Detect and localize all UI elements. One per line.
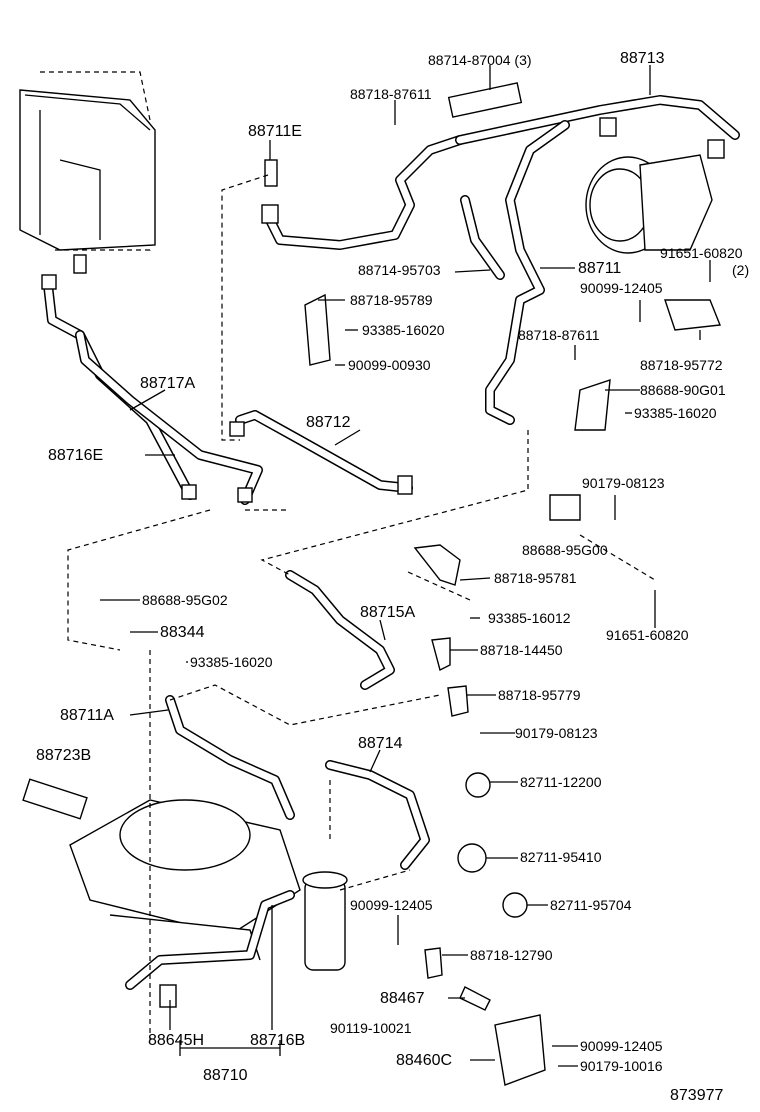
- callout-88460c: 88460C: [396, 1052, 452, 1069]
- callout-88715a: 88715A: [360, 604, 415, 621]
- callout-82711-12200: 82711-12200: [520, 774, 602, 790]
- callout-88645h: 88645H: [148, 1032, 204, 1049]
- brackets-right: [304, 293, 721, 1086]
- callout-82711-95410: 82711-95410: [520, 849, 602, 865]
- callout-90099-12405-b: 90099-12405: [350, 897, 433, 913]
- callout-88718-14450: 88718-14450: [480, 642, 563, 658]
- condenser-assembly: [22, 778, 348, 971]
- callout-88711e: 88711E: [248, 123, 302, 140]
- callout-qty-2: (2): [732, 262, 749, 278]
- callout-90099-12405-a: 90099-12405: [580, 280, 663, 296]
- callout-88712: 88712: [306, 414, 351, 431]
- callout-88716b: 88716B: [250, 1032, 305, 1049]
- callout-88714-87004: 88714-87004 (3): [428, 52, 532, 68]
- evaporator-unit: [19, 71, 156, 274]
- callout-88718-12790: 88718-12790: [470, 947, 553, 963]
- callout-88467: 88467: [380, 990, 425, 1007]
- callout-88718-87611-b: 88718-87611: [518, 327, 600, 343]
- pipe-88712: [229, 410, 413, 495]
- callout-93385-16020-b: 93385-16020: [634, 405, 717, 421]
- callout-88718-95781: 88718-95781: [494, 570, 577, 586]
- pipe-88716e-88717a: [41, 274, 263, 505]
- pipe-88711a: [165, 695, 295, 820]
- callout-88718-95772: 88718-95772: [640, 357, 723, 373]
- callout-93385-16020-a: 93385-16020: [362, 322, 445, 338]
- callout-90179-08123-b: 90179-08123: [515, 725, 598, 741]
- callout-88714-95703: 88714-95703: [358, 262, 441, 278]
- callout-88710: 88710: [203, 1067, 248, 1084]
- pipe-88711e: [261, 135, 465, 250]
- callout-90179-10016: 90179-10016: [580, 1058, 663, 1074]
- pipe-88713: [447, 82, 740, 159]
- callout-88716e: 88716E: [48, 447, 103, 464]
- callout-88718-95789: 88718-95789: [350, 292, 433, 308]
- callout-88711: 88711: [578, 260, 621, 277]
- leader-lines: [100, 65, 711, 1067]
- callout-90119-10021: 90119-10021: [330, 1020, 412, 1036]
- callout-88723b: 88723B: [36, 747, 91, 764]
- pipe-88714: [325, 760, 430, 870]
- pipe-88715a: [285, 570, 395, 690]
- callout-93385-16020-c: 93385-16020: [190, 654, 273, 670]
- figure-number: 873977: [670, 1087, 723, 1104]
- callout-90179-08123-a: 90179-08123: [582, 475, 665, 491]
- callout-88714: 88714: [358, 735, 403, 752]
- callout-91651-60820-a: 91651-60820: [660, 245, 743, 261]
- callout-88688-95g00: 88688-95G00: [522, 542, 608, 558]
- callout-88717a: 88717A: [140, 375, 195, 392]
- callout-88688-95g02: 88688-95G02: [142, 592, 228, 608]
- callout-88711a: 88711A: [60, 707, 114, 724]
- pipe-88711: [460, 120, 570, 425]
- callout-88344: 88344: [160, 624, 205, 641]
- callout-labels: 88714-87004 (3) 88713 88718-87611 88711E…: [36, 50, 749, 1104]
- callout-88718-95779: 88718-95779: [498, 687, 581, 703]
- callout-91651-60820-b: 91651-60820: [606, 627, 689, 643]
- callout-82711-95704: 82711-95704: [550, 897, 632, 913]
- callout-88688-90g01: 88688-90G01: [640, 382, 726, 398]
- callout-88718-87611-a: 88718-87611: [350, 86, 432, 102]
- callout-93385-16012: 93385-16012: [488, 610, 571, 626]
- dashed-connections: [67, 174, 656, 1040]
- callout-88713: 88713: [620, 50, 665, 67]
- callout-90099-00930: 90099-00930: [348, 357, 431, 373]
- callout-90099-12405-c: 90099-12405: [580, 1038, 663, 1054]
- compressor: [585, 154, 713, 254]
